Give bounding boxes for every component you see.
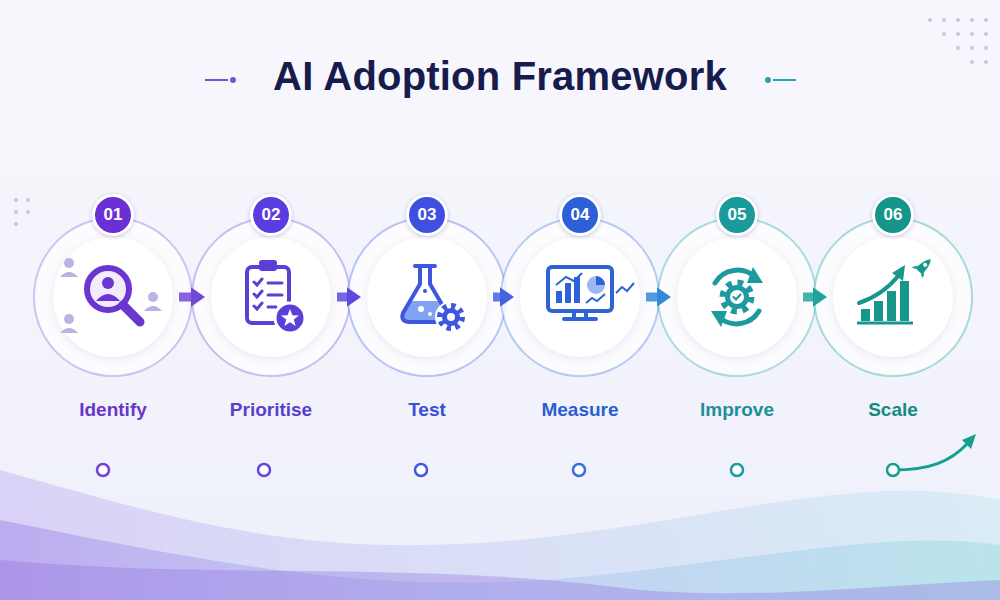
step-number: 01 <box>104 205 123 225</box>
step-number: 02 <box>262 205 281 225</box>
measure-icon <box>548 267 634 319</box>
step-number-badge: 04 <box>559 194 601 236</box>
flow-arrow <box>337 287 361 307</box>
step-circle: Improve05 <box>677 237 797 357</box>
arrow-shaft <box>646 293 659 302</box>
arrow-head <box>813 287 827 307</box>
identify-icon <box>60 258 162 333</box>
step-circle: Test03 <box>367 237 487 357</box>
step-label: Improve <box>657 399 817 421</box>
step-number: 04 <box>571 205 590 225</box>
flow-arrow <box>493 287 514 307</box>
step-circle: Measure04 <box>520 237 640 357</box>
wave <box>0 520 1000 600</box>
timeline <box>97 434 976 476</box>
step-number: 06 <box>884 205 903 225</box>
step-number-badge: 03 <box>406 194 448 236</box>
step-number: 05 <box>728 205 747 225</box>
step-circle: Prioritise02 <box>211 237 331 357</box>
arrow-head <box>191 287 205 307</box>
diagram-title: AI Adoption Framework <box>0 54 1000 99</box>
step-number-badge: 06 <box>872 194 914 236</box>
step-label: Prioritise <box>191 399 351 421</box>
arrow-shaft <box>493 293 502 302</box>
arrow-head <box>657 287 671 307</box>
step-number-badge: 01 <box>92 194 134 236</box>
wave <box>0 560 1000 600</box>
step-number: 03 <box>418 205 437 225</box>
prioritise-icon <box>247 260 305 333</box>
step-label: Test <box>347 399 507 421</box>
step-label: Measure <box>500 399 660 421</box>
improve-icon <box>711 267 763 327</box>
arrow-shaft <box>179 293 193 302</box>
step-label: Identify <box>33 399 193 421</box>
flow-arrow <box>803 287 827 307</box>
step-number-badge: 02 <box>250 194 292 236</box>
arrow-shaft <box>337 293 349 302</box>
outer-rings <box>34 218 972 376</box>
arrow-head <box>500 287 514 307</box>
arrow-head <box>347 287 361 307</box>
step-number-badge: 05 <box>716 194 758 236</box>
arrow-shaft <box>803 293 815 302</box>
wave <box>0 470 1000 600</box>
flow-arrow <box>646 287 671 307</box>
scale-icon <box>857 254 936 323</box>
step-circle: Scale06 <box>833 237 953 357</box>
step-circle: Identify01 <box>53 237 173 357</box>
test-icon <box>402 266 467 333</box>
flow-arrow <box>179 287 205 307</box>
dot-pattern <box>14 18 988 226</box>
step-label: Scale <box>813 399 973 421</box>
